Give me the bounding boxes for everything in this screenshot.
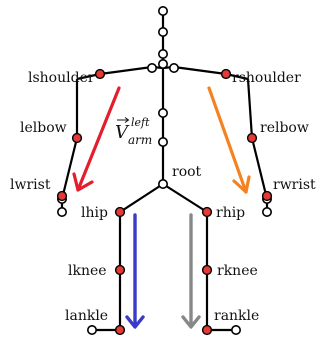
label-lelbow: lelbow: [20, 120, 67, 136]
rshoulder-joint: [220, 68, 232, 80]
lknee-joint: [114, 264, 126, 276]
rhip-joint: [201, 206, 213, 218]
rwrist-joint: [261, 190, 273, 202]
right-arm-arrow: [207, 86, 251, 194]
relbow-joint: [246, 132, 258, 144]
rhand-joint: [261, 207, 272, 218]
label-rwrist: rwrist: [273, 177, 316, 193]
formula-subscript: arm: [128, 133, 152, 147]
label-lshoulder: lshoulder: [28, 70, 95, 86]
left-arm-arrow: [72, 86, 121, 192]
rknee-joint: [201, 264, 213, 276]
formula-superscript: left: [131, 116, 150, 129]
neck-right-joint: [169, 62, 180, 73]
head-top-joint: [158, 6, 169, 16]
lwrist-joint: [56, 190, 68, 202]
skeleton-bones: [60, 11, 269, 332]
label-rhip: rhip: [216, 205, 245, 221]
root-joint: [158, 179, 169, 190]
vector-arrow-icon: [124, 117, 130, 123]
hollow-joints: [56, 6, 272, 335]
label-lknee: lknee: [68, 263, 107, 279]
lankle-joint: [114, 324, 126, 336]
neck-center-joint: [158, 58, 169, 69]
lelbow-joint: [71, 132, 83, 144]
left-leg-arrow: [125, 213, 145, 329]
neck-joint: [158, 48, 169, 59]
spine-lower-joint: [158, 137, 169, 148]
label-lwrist: lwrist: [10, 177, 51, 193]
label-lhip: lhip: [81, 205, 108, 221]
lshoulder-joint: [94, 68, 106, 80]
label-rankle: rankle: [214, 308, 259, 324]
rfoot-joint: [231, 324, 242, 335]
formula-v-arm-left: V left arm: [115, 116, 152, 147]
head-joint: [158, 26, 169, 37]
formula-symbol: V: [115, 122, 130, 143]
lhip-joint: [114, 206, 126, 218]
lhand-joint: [56, 207, 67, 218]
rankle-joint: [201, 324, 213, 336]
lfoot-joint: [87, 324, 98, 335]
label-relbow: relbow: [260, 120, 309, 136]
spine-upper-joint: [158, 108, 169, 119]
red-joints: [56, 68, 273, 336]
neck-left-joint: [147, 62, 158, 73]
right-leg-arrow: [181, 213, 201, 329]
label-root: root: [172, 164, 202, 180]
label-rshoulder: rshoulder: [232, 70, 301, 86]
label-rknee: rknee: [217, 263, 258, 279]
label-lankle: lankle: [65, 308, 108, 324]
